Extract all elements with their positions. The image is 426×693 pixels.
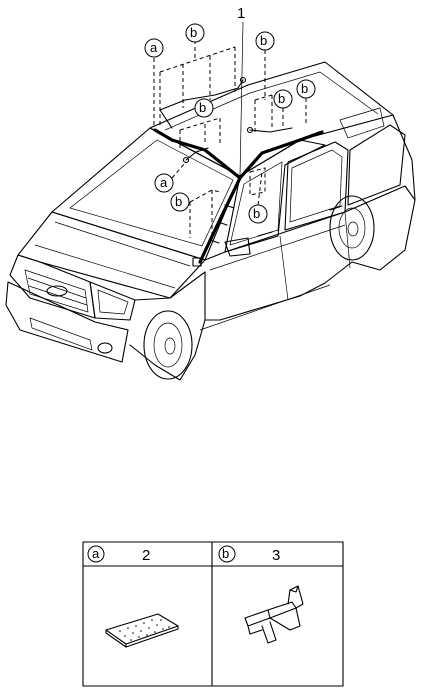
callout-b-top: b: [185, 23, 205, 43]
callout-b-right-far: b: [296, 79, 316, 99]
table-header-a: a 2: [87, 545, 150, 564]
table-part-number-a: 2: [142, 547, 150, 564]
callout-letter: b: [278, 91, 285, 106]
pad-part-illustration: [105, 613, 179, 648]
parts-table: a 2 b 3: [82, 541, 344, 687]
callout-b-right-top: b: [255, 31, 275, 51]
table-symbol-b: b: [222, 546, 229, 561]
callout-leaders: [153, 21, 307, 238]
clip-part-illustration: [244, 585, 304, 644]
roof-wiring-harness: [153, 76, 324, 267]
callout-a-middle: a: [154, 173, 174, 193]
callout-letter: b: [190, 25, 197, 40]
callout-letter: b: [175, 194, 182, 209]
table-part-number-b: 3: [272, 547, 280, 564]
callout-b-pillar: b: [170, 192, 190, 212]
main-part-number: 1: [237, 5, 245, 22]
callout-letter: b: [260, 33, 267, 48]
table-symbol-a: a: [92, 546, 100, 561]
callout-letter: b: [253, 206, 260, 221]
callout-letter: a: [150, 40, 158, 55]
callout-letter: b: [199, 100, 206, 115]
table-header-b: b 3: [218, 545, 280, 564]
callout-a-top: a: [144, 38, 164, 58]
callout-b-door: b: [248, 204, 268, 224]
callout-b-middle: b: [194, 98, 214, 118]
callout-letter: a: [160, 175, 168, 190]
callout-b-right-mid: b: [273, 89, 293, 109]
callout-letter: b: [301, 81, 308, 96]
